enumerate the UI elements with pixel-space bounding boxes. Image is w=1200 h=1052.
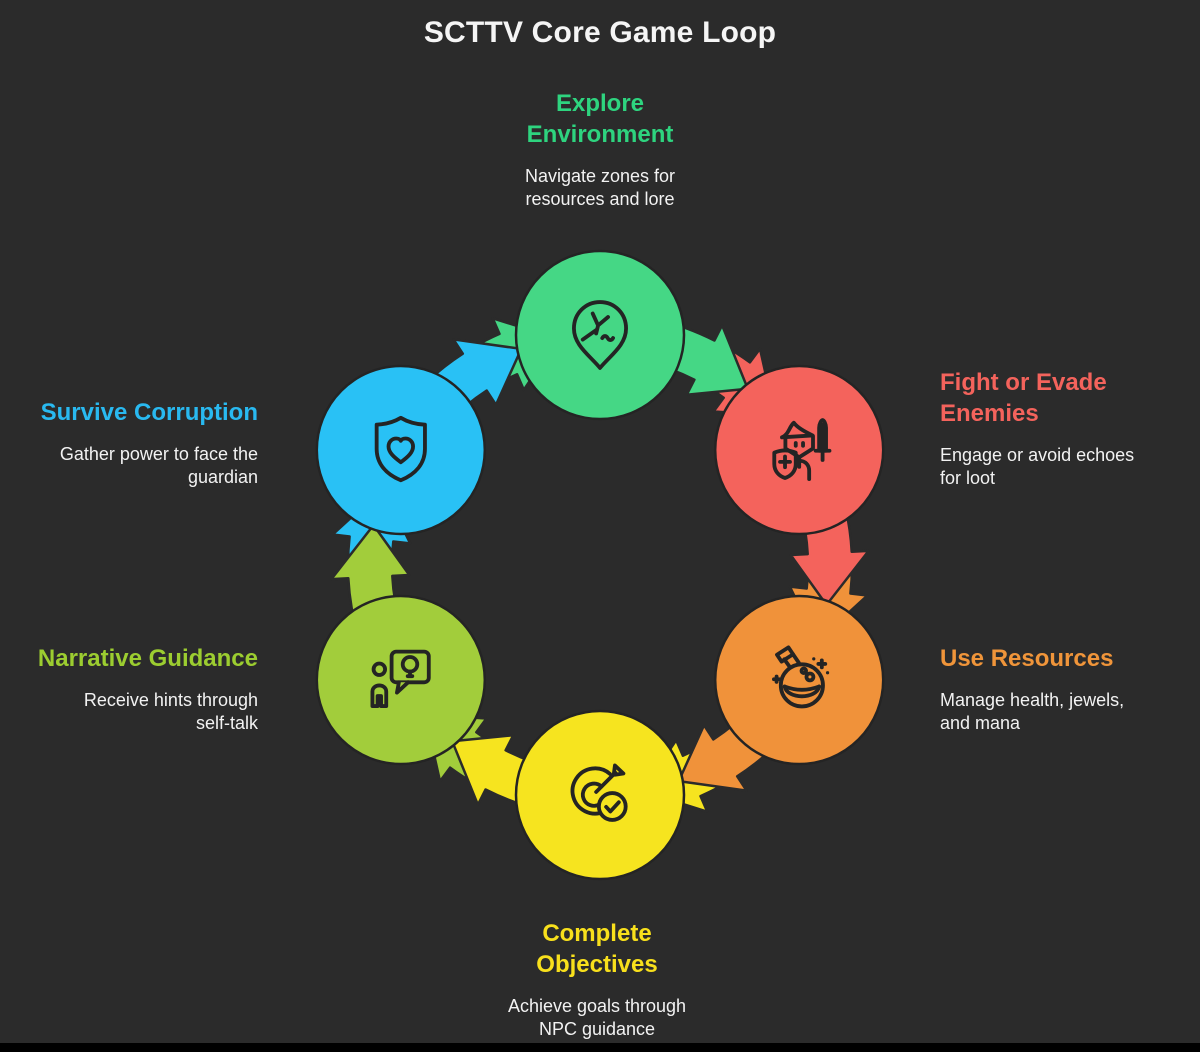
node-text-resources: Use Resources Manage health, jewels, and… <box>940 643 1192 735</box>
node-text-objectives: Complete Objectives Achieve goals throug… <box>377 918 817 1041</box>
node-label-explore: Explore Environment <box>526 90 674 148</box>
node-label-resources: Use Resources <box>940 645 1114 672</box>
node-circle-resources <box>713 594 885 766</box>
node-text-fight: Fight or Evade Enemies Engage or avoid e… <box>940 367 1192 490</box>
node-circle-objectives <box>514 709 686 881</box>
node-description-narrative: Receive hints through self-talk <box>83 690 258 733</box>
node-circle-fight <box>713 364 885 536</box>
node-text-survive: Survive Corruption Gather power to face … <box>8 397 258 489</box>
node-text-explore: Explore Environment Navigate zones for r… <box>380 88 820 211</box>
node-label-survive: Survive Corruption <box>40 399 258 426</box>
node-circle-survive <box>315 364 487 536</box>
node-circle-explore <box>514 249 686 421</box>
bottom-black-bar <box>0 1043 1200 1052</box>
node-description-survive: Gather power to face the guardian <box>59 444 258 487</box>
node-label-objectives: Complete Objectives <box>536 920 658 978</box>
node-description-objectives: Achieve goals through NPC guidance <box>507 996 687 1039</box>
node-text-narrative: Narrative Guidance Receive hints through… <box>8 643 258 735</box>
node-description-fight: Engage or avoid echoes for loot <box>940 445 1135 488</box>
node-label-narrative: Narrative Guidance <box>37 645 258 672</box>
node-label-fight: Fight or Evade Enemies <box>940 369 1107 427</box>
node-description-explore: Navigate zones for resources and lore <box>524 166 676 209</box>
node-description-resources: Manage health, jewels, and mana <box>940 690 1125 733</box>
page-title: SCTTV Core Game Loop <box>423 16 777 49</box>
